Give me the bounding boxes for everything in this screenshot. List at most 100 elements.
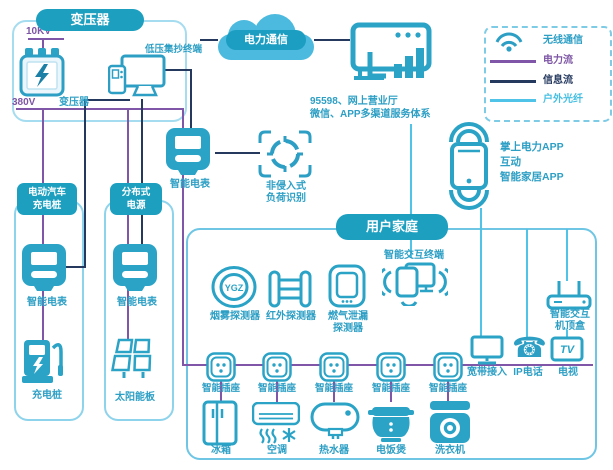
info-line-cloud-right	[314, 39, 350, 41]
gas-detector-icon	[327, 264, 367, 308]
fiber-line-ipphone	[526, 229, 528, 337]
lv-label: 380V	[12, 97, 36, 108]
mobile-app-icon	[442, 120, 496, 210]
gas-label-line2: 探测器	[333, 323, 363, 334]
smart-meter-label-main: 智能电表	[170, 179, 210, 190]
legend-wireless: 无线通信	[543, 35, 583, 46]
broadband-icon	[470, 335, 504, 365]
cloud-title: 电力通信	[226, 30, 306, 50]
legend-info-line	[490, 80, 536, 83]
app-line3: 智能家居APP	[500, 171, 564, 183]
washing-machine-label: 洗衣机	[435, 445, 465, 456]
solar-panel-label: 太阳能板	[115, 392, 155, 403]
smart-socket-icon-1	[206, 352, 236, 382]
fiber-line-stb-tv	[566, 330, 568, 340]
charging-pile-icon	[22, 336, 66, 388]
legend-info: 信息流	[543, 75, 573, 86]
power-line-10kv	[28, 38, 64, 40]
ev-title-line1: 电动汽车	[27, 187, 66, 198]
transformer-icon	[19, 48, 65, 98]
tv-badge: TV	[560, 344, 576, 356]
ip-phone-label: IP电话	[513, 367, 543, 378]
smart-meter-icon-dg	[113, 244, 157, 292]
app-line1: 掌上电力APP	[500, 141, 564, 153]
info-line-dg	[141, 99, 143, 249]
load-identification-label: 非侵入式 负荷识别	[252, 181, 320, 205]
info-line-monitor-link	[84, 99, 130, 101]
power-drop-socket-3	[333, 380, 335, 402]
business-line1: 95598、网上营业厅	[310, 96, 398, 107]
smart-socket-icon-4	[376, 352, 406, 382]
legend-box	[484, 26, 612, 122]
power-line-dg	[127, 110, 129, 342]
washing-machine-icon	[428, 400, 472, 444]
fridge-icon	[202, 400, 238, 446]
smoke-badge: YGZ	[225, 283, 244, 293]
power-line-drop	[42, 40, 44, 52]
power-comm-cloud: 电力通信	[218, 14, 314, 62]
wifi-icon	[494, 30, 524, 52]
smoke-detector-label: 烟雾探测器	[210, 311, 260, 322]
home-title: 用户家庭	[336, 214, 448, 240]
stb-label-line1: 智能交互	[550, 309, 590, 320]
rice-cooker-label: 电饭煲	[376, 445, 406, 456]
meter-reading-terminal-icon	[108, 54, 166, 100]
charging-pile-label: 充电桩	[32, 390, 62, 401]
dg-title-line2: 电源	[126, 200, 146, 211]
load-line2: 负荷识别	[266, 193, 306, 204]
smart-socket-label-5: 智能插座	[428, 383, 467, 394]
hv-label: 10KV	[26, 26, 52, 37]
ev-title: 电动汽车 充电桩	[17, 183, 77, 215]
ev-title-line2: 充电桩	[32, 200, 62, 211]
legend-fiber: 户外光纤	[543, 94, 583, 105]
infrared-detector-icon	[268, 270, 312, 308]
interactive-terminal-label: 智能交互终端	[384, 250, 444, 261]
terminal-label: 低压集抄终端	[145, 44, 203, 55]
info-line-ev-link	[62, 266, 86, 268]
dg-title: 分布式 电源	[110, 183, 162, 215]
air-conditioner-label: 空调	[267, 445, 287, 456]
smart-socket-icon-5	[433, 352, 463, 382]
settop-box-icon	[546, 278, 592, 314]
online-service-icon	[350, 22, 432, 96]
smart-socket-label-3: 智能插座	[314, 383, 353, 394]
interactive-terminal-icon	[382, 262, 448, 306]
fridge-label: 冰箱	[211, 445, 231, 456]
power-drop-socket-4	[390, 380, 392, 402]
infrared-detector-label: 红外探测器	[266, 311, 316, 322]
tv-icon: TV	[550, 336, 584, 362]
smart-socket-icon-2	[262, 352, 292, 382]
load-identification-icon	[258, 130, 312, 178]
rice-cooker-icon	[368, 404, 414, 444]
ip-phone-icon: ☎	[512, 332, 547, 363]
info-line-meter-riser	[190, 70, 192, 132]
smart-meter-label-ev: 智能电表	[27, 297, 67, 308]
fiber-line-broadband	[480, 208, 482, 338]
stb-label-line2: 机顶盒	[555, 321, 585, 332]
legend-power-line	[490, 60, 536, 63]
air-conditioner-icon	[252, 402, 300, 444]
dg-box	[104, 200, 174, 421]
tv-label: 电视	[558, 367, 578, 378]
smart-socket-icon-3	[319, 352, 349, 382]
app-text: 掌上电力APP 互动 智能家居APP	[500, 140, 564, 185]
load-line1: 非侵入式	[266, 181, 306, 192]
dg-title-line1: 分布式	[121, 187, 151, 198]
water-heater-icon	[310, 402, 360, 440]
smart-socket-label-2: 智能插座	[257, 383, 296, 394]
info-line-meter-elbow	[164, 69, 192, 71]
gas-detector-label: 燃气泄漏 探测器	[320, 311, 376, 335]
power-drop-socket-1	[220, 380, 222, 402]
smart-meter-label-dg: 智能电表	[117, 297, 157, 308]
fiber-line-terminal	[410, 124, 412, 258]
power-line-main	[182, 110, 184, 366]
power-drop-socket-2	[276, 380, 278, 402]
smoke-detector-icon: YGZ	[211, 266, 257, 310]
app-line2: 互动	[500, 156, 521, 168]
power-drop-socket-5	[447, 380, 449, 402]
info-line-cloud-left	[200, 39, 218, 41]
smart-socket-label-1: 智能插座	[201, 383, 240, 394]
business-text: 95598、网上营业厅 微信、APP多渠道服务体系	[310, 95, 431, 121]
broadband-label: 宽带接入	[467, 367, 507, 378]
